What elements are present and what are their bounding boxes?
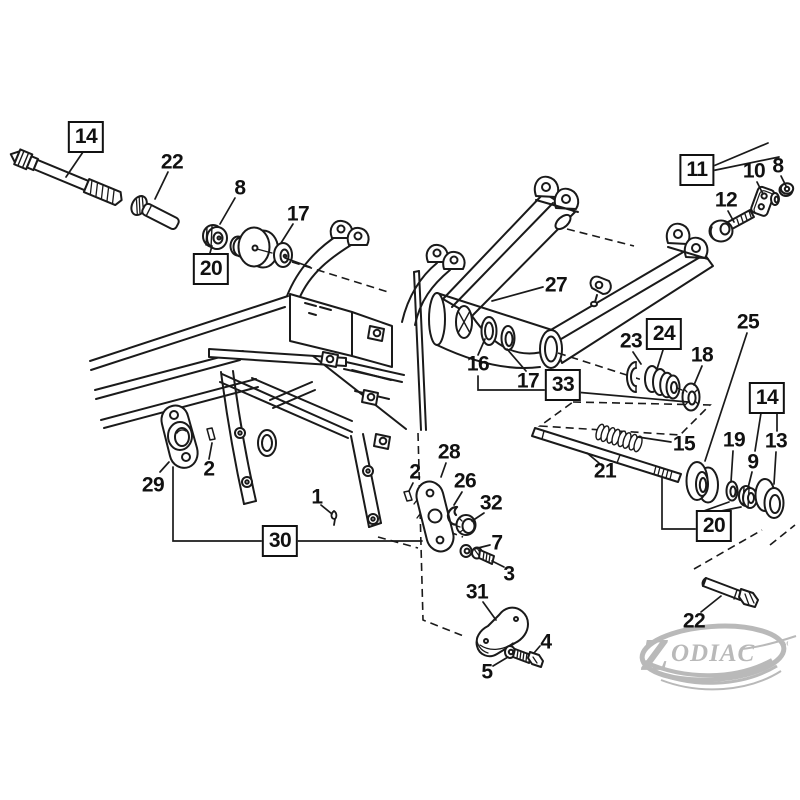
callout-12: 12 bbox=[714, 188, 738, 212]
callout-14-boxed: 14 bbox=[67, 121, 105, 153]
callout-2: 2 bbox=[409, 460, 421, 484]
callout-1: 1 bbox=[311, 485, 323, 509]
callout-24-boxed: 24 bbox=[645, 318, 683, 350]
part-plate-29 bbox=[160, 404, 199, 469]
part-washer-18 bbox=[681, 382, 701, 412]
swingarm-art bbox=[428, 175, 714, 370]
callout-3: 3 bbox=[503, 562, 515, 586]
part-screw-4-washer-5 bbox=[504, 645, 544, 668]
part-bolt-22-bottom bbox=[701, 577, 759, 608]
part-nut-8-right bbox=[770, 182, 795, 206]
part-roller-13 bbox=[754, 478, 785, 519]
part-bolt-12 bbox=[708, 209, 755, 243]
part-cap-32 bbox=[455, 514, 477, 536]
callout-22: 22 bbox=[682, 609, 706, 633]
callout-16: 16 bbox=[466, 352, 490, 376]
part-bolt-22-top bbox=[130, 195, 180, 231]
part-bushing-23 bbox=[626, 361, 637, 393]
part-bushing-24 bbox=[644, 365, 683, 400]
callout-18: 18 bbox=[690, 343, 714, 367]
callout-30-boxed: 30 bbox=[261, 525, 299, 557]
callout-13: 13 bbox=[764, 429, 788, 453]
callout-33-boxed: 33 bbox=[544, 369, 582, 401]
callout-7: 7 bbox=[491, 531, 503, 555]
logo-text: ODIAC bbox=[671, 640, 755, 667]
callout-31: 31 bbox=[465, 580, 489, 604]
callout-26: 26 bbox=[453, 469, 477, 493]
callout-20-boxed: 20 bbox=[192, 253, 230, 285]
callout-15: 15 bbox=[672, 432, 696, 456]
part-stud-14 bbox=[9, 148, 123, 207]
part-bushing-25 bbox=[685, 461, 719, 504]
callout-9: 9 bbox=[747, 450, 759, 474]
callout-8: 8 bbox=[772, 154, 784, 178]
callout-10: 10 bbox=[742, 159, 766, 183]
callout-23: 23 bbox=[619, 329, 643, 353]
part-plate-28 bbox=[413, 480, 455, 553]
callout-4: 4 bbox=[540, 630, 552, 654]
part-bushing-17-top bbox=[237, 226, 293, 269]
callout-8: 8 bbox=[234, 176, 246, 200]
callout-11-boxed: 11 bbox=[679, 154, 715, 186]
callout-29: 29 bbox=[141, 473, 165, 497]
part-washer-7-bolt-3 bbox=[459, 544, 495, 565]
callout-32: 32 bbox=[479, 491, 503, 515]
callout-17: 17 bbox=[516, 369, 540, 393]
callout-28: 28 bbox=[437, 440, 461, 464]
part-plate-10 bbox=[750, 185, 776, 217]
logo-tm: ™ bbox=[779, 640, 789, 651]
callout-14-boxed: 14 bbox=[748, 382, 786, 414]
part-pin-2-right bbox=[403, 490, 413, 502]
callout-17: 17 bbox=[286, 202, 310, 226]
callout-19: 19 bbox=[722, 428, 746, 452]
callout-25: 25 bbox=[736, 310, 760, 334]
callout-5: 5 bbox=[481, 660, 493, 684]
part-plate-31 bbox=[475, 606, 529, 658]
callout-27: 27 bbox=[544, 273, 568, 297]
zodiac-logo: Z ODIAC ™ bbox=[639, 623, 797, 691]
frame-art bbox=[89, 219, 466, 528]
part-pin-2-left bbox=[206, 427, 216, 441]
callout-21: 21 bbox=[593, 459, 617, 483]
leader-lines bbox=[65, 142, 787, 667]
part-stud-21 bbox=[531, 423, 682, 483]
hardware-parts-art bbox=[9, 148, 795, 668]
part-clip-1 bbox=[330, 510, 338, 526]
callout-2: 2 bbox=[203, 457, 215, 481]
callout-20-boxed: 20 bbox=[695, 510, 733, 542]
callout-22: 22 bbox=[160, 150, 184, 174]
